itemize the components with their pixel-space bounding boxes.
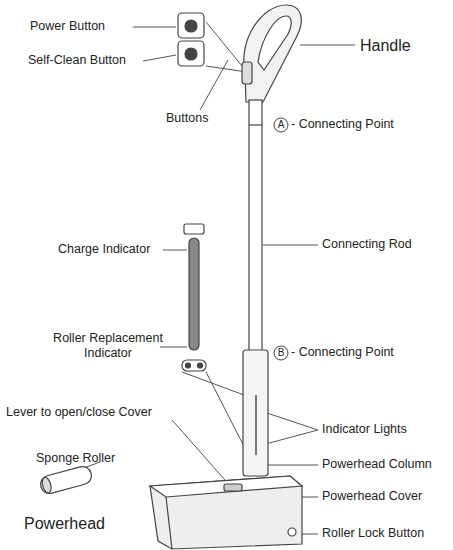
leader-line bbox=[263, 245, 318, 246]
leader-line bbox=[160, 347, 187, 348]
connecting-point-marker: B bbox=[273, 345, 289, 361]
sponge-roller bbox=[39, 465, 94, 496]
circle-shape bbox=[274, 346, 288, 360]
part-label: Powerhead bbox=[24, 514, 105, 533]
cover-lever bbox=[224, 484, 242, 491]
roller-end bbox=[41, 476, 53, 494]
connecting-ring bbox=[249, 124, 262, 125]
roller-icon-dot bbox=[186, 363, 191, 368]
part-label: Powerhead Column bbox=[322, 457, 432, 472]
power-symbol bbox=[185, 20, 197, 32]
part-label: Buttons bbox=[166, 111, 208, 126]
part-label: Charge Indicator bbox=[58, 242, 150, 257]
leader-line bbox=[268, 465, 318, 466]
leader-line bbox=[200, 60, 228, 110]
roller-lock-button bbox=[288, 528, 296, 536]
part-label: - Connecting Point bbox=[291, 345, 394, 360]
part-label: Indicator Lights bbox=[322, 422, 407, 437]
part-label: - Connecting Point bbox=[291, 117, 394, 132]
button-panel bbox=[178, 13, 204, 66]
leader-line bbox=[300, 45, 355, 46]
point-letter: A bbox=[273, 117, 289, 133]
sponge-roller-drawing bbox=[39, 465, 94, 496]
part-label: Sponge Roller bbox=[36, 451, 115, 466]
roller-icon bbox=[182, 360, 206, 371]
leader-line bbox=[172, 420, 232, 488]
part-label: Roller Replacement Indicator bbox=[48, 331, 168, 361]
powerhead-drawing bbox=[150, 476, 302, 549]
powerhead-body bbox=[150, 476, 302, 549]
leader-lines bbox=[78, 22, 355, 534]
part-label: Roller Lock Button bbox=[322, 526, 424, 541]
point-letter: B bbox=[273, 345, 289, 361]
leader-line bbox=[206, 66, 247, 72]
part-label: Lever to open/close Cover bbox=[6, 405, 152, 420]
leader-line bbox=[143, 55, 176, 61]
powerhead-column bbox=[243, 350, 268, 476]
self-clean-button-icon bbox=[178, 41, 204, 66]
self-clean-symbol bbox=[185, 48, 197, 60]
connecting-rod bbox=[249, 100, 262, 352]
leader-line bbox=[133, 27, 176, 28]
handle-drawing bbox=[242, 5, 301, 102]
part-label: Self-Clean Button bbox=[28, 53, 126, 68]
part-label: Handle bbox=[360, 36, 411, 55]
indicator-detail bbox=[182, 224, 206, 371]
indicator-light-strip bbox=[255, 395, 257, 455]
handle-outline bbox=[244, 5, 302, 102]
leader-line bbox=[163, 250, 187, 251]
part-label: Powerhead Cover bbox=[322, 489, 422, 504]
powerhead-cover bbox=[150, 476, 302, 497]
handle-opening bbox=[258, 16, 291, 70]
handle-buttons bbox=[242, 62, 252, 84]
indicator-bar bbox=[189, 238, 199, 350]
connecting-point-marker: A bbox=[273, 117, 289, 133]
part-label: Power Button bbox=[30, 19, 105, 34]
power-button-icon bbox=[178, 13, 204, 38]
circle-shape bbox=[274, 118, 288, 132]
leader-line bbox=[206, 22, 247, 72]
rod-drawing bbox=[243, 100, 268, 476]
part-label: Connecting Rod bbox=[322, 237, 412, 252]
roller-icon-dot bbox=[198, 363, 203, 368]
powerhead-edge bbox=[166, 497, 172, 549]
battery-icon bbox=[184, 224, 204, 234]
